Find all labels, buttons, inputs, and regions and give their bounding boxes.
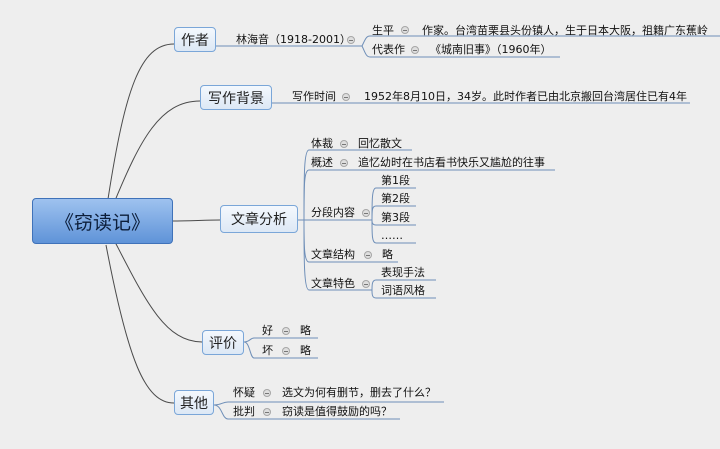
collapse-toggle-icon[interactable] — [401, 26, 409, 34]
other-critique-key: 批判 — [233, 405, 255, 418]
branch-background[interactable]: 写作背景 — [200, 85, 272, 110]
branch-evaluation-label: 评价 — [209, 335, 237, 352]
other-doubt-key: 怀疑 — [233, 386, 255, 399]
paragraph-item: 第2段 — [381, 192, 410, 205]
branch-author-label: 作者 — [181, 32, 209, 49]
feature-item: 表现手法 — [381, 266, 425, 279]
evaluation-good-key: 好 — [262, 324, 273, 337]
features-key: 文章特色 — [311, 277, 355, 290]
collapse-toggle-icon[interactable] — [362, 280, 370, 288]
collapse-toggle-icon[interactable] — [263, 389, 271, 397]
branch-analysis[interactable]: 文章分析 — [220, 205, 298, 233]
root-topic-label: 《窃读记》 — [54, 211, 150, 234]
collapse-toggle-icon[interactable] — [342, 93, 350, 101]
collapse-toggle-icon[interactable] — [364, 251, 372, 259]
evaluation-bad-key: 坏 — [262, 344, 273, 357]
collapse-toggle-icon[interactable] — [340, 140, 348, 148]
branch-other[interactable]: 其他 — [174, 390, 214, 415]
summary-key: 概述 — [311, 156, 333, 169]
paragraph-item: …… — [381, 229, 403, 242]
feature-item: 词语风格 — [381, 284, 425, 297]
genre-key: 体裁 — [311, 137, 333, 150]
author-life-key: 生平 — [372, 24, 394, 37]
collapse-toggle-icon[interactable] — [282, 327, 290, 335]
evaluation-bad-value: 略 — [300, 344, 311, 357]
branch-evaluation[interactable]: 评价 — [202, 330, 244, 355]
branch-analysis-label: 文章分析 — [231, 212, 287, 228]
branch-author[interactable]: 作者 — [174, 27, 216, 52]
evaluation-good-value: 略 — [300, 324, 311, 337]
collapse-toggle-icon[interactable] — [411, 46, 419, 54]
paragraph-item: 第1段 — [381, 174, 410, 187]
root-topic[interactable]: 《窃读记》 — [32, 198, 173, 244]
author-works-value: 《城南旧事》（1960年） — [430, 43, 552, 56]
summary-value: 追忆幼时在书店看书快乐又尴尬的往事 — [358, 156, 545, 169]
author-name: 林海音（1918-2001） — [236, 33, 351, 46]
collapse-toggle-icon[interactable] — [282, 347, 290, 355]
genre-value: 回忆散文 — [358, 137, 402, 150]
branch-other-label: 其他 — [180, 395, 208, 412]
collapse-toggle-icon[interactable] — [340, 159, 348, 167]
author-works-key: 代表作 — [372, 43, 405, 56]
other-doubt-value: 选文为何有删节，删去了什么？ — [282, 386, 436, 399]
content-key: 分段内容 — [311, 206, 355, 219]
collapse-toggle-icon[interactable] — [362, 209, 370, 217]
collapse-toggle-icon[interactable] — [347, 36, 355, 44]
background-value: 1952年8月10日，34岁。此时作者已由北京搬回台湾居住已有4年 — [364, 90, 687, 103]
collapse-toggle-icon[interactable] — [263, 408, 271, 416]
background-key: 写作时间 — [292, 90, 336, 103]
structure-value: 略 — [382, 248, 393, 261]
branch-background-label: 写作背景 — [208, 90, 264, 107]
author-life-value: 作家。台湾苗栗县头份镇人，生于日本大阪，祖籍广东蕉岭 — [422, 24, 708, 37]
structure-key: 文章结构 — [311, 248, 355, 261]
paragraph-item: 第3段 — [381, 211, 410, 224]
other-critique-value: 窃读是值得鼓励的吗？ — [282, 405, 392, 418]
